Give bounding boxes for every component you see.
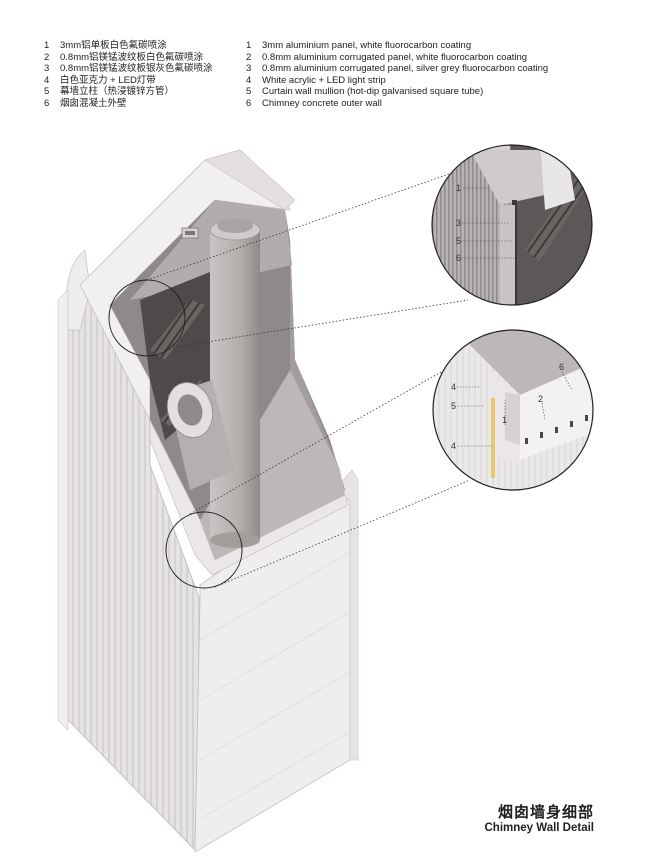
tower [57,149,471,853]
detail-bubble-bottom [432,329,594,491]
flue-column [209,219,261,548]
detail-marker-bottom [165,511,243,589]
roof-vent-slot [185,231,195,235]
tower-parapet-outer [204,149,296,211]
callout-label: 3 [456,218,462,228]
callout-label: 6 [559,362,565,372]
tower-right-corner [329,469,359,761]
connector-lines [146,167,471,588]
callout-label: 1 [502,415,508,425]
callout-label: 4 [451,441,457,451]
detail-bottom-leaders [457,371,573,447]
stair-flight [150,300,205,360]
callout-label: 1 [456,183,462,193]
tower-right-joints [197,551,351,821]
callout-label: 6 [456,253,462,263]
callout-label: 5 [451,401,457,411]
callout-label: 5 [456,236,462,246]
callout-label: 2 [538,394,544,404]
drawing-title-chinese: 烟囱墙身细部 [497,803,594,821]
drawing-title-english: Chimney Wall Detail [484,822,595,834]
tower-edge-strip [57,289,69,731]
detail-bubble-top [431,144,593,306]
cutaway-rim [149,419,349,576]
callout-label: 4 [451,382,457,392]
angled-pipe [166,380,235,490]
detail-top-leaders [462,187,515,259]
